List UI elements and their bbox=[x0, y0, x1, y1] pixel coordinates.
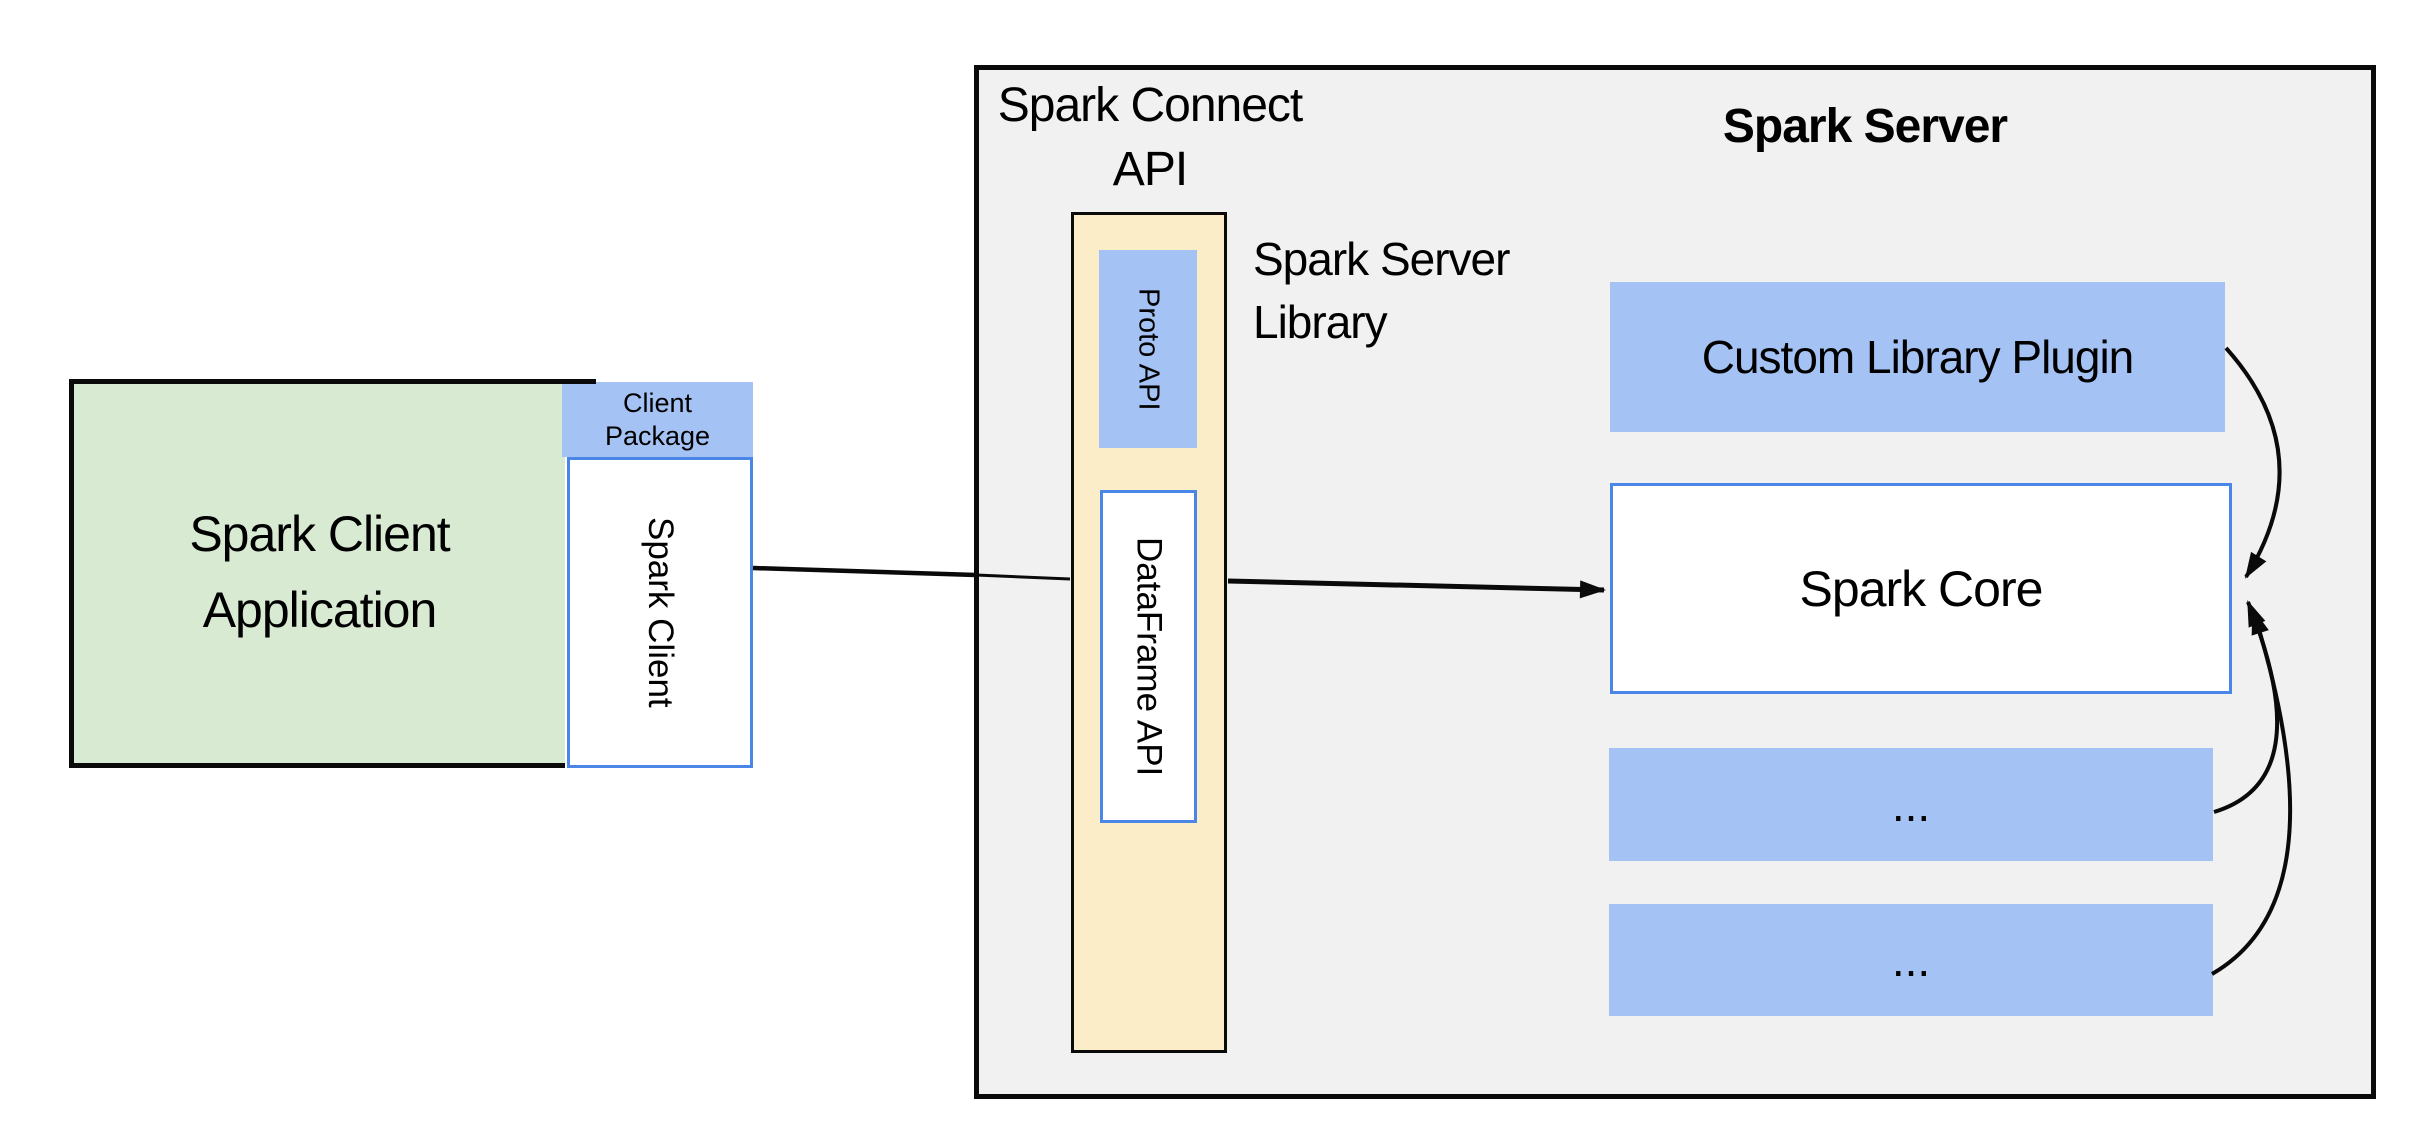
more-plugins-box-1: ... bbox=[1609, 748, 2213, 861]
spark-core-box: Spark Core bbox=[1610, 483, 2232, 694]
dataframe-api-label: DataFrame API bbox=[1129, 536, 1169, 777]
spark-client-label: Spark Client bbox=[641, 517, 680, 708]
connector-client-to-panel bbox=[752, 565, 977, 578]
proto-api-box: Proto API bbox=[1099, 250, 1197, 448]
spark-client-box: Spark Client bbox=[567, 457, 753, 768]
client-package-box: Client Package bbox=[562, 382, 753, 457]
spark-server-library-label: Spark Server Library bbox=[1253, 233, 1510, 348]
dataframe-api-box: DataFrame API bbox=[1100, 490, 1197, 823]
proto-api-label: Proto API bbox=[1132, 287, 1165, 411]
spark-server-title: Spark Server bbox=[1722, 99, 2008, 153]
spark-client-application-box: Spark Client Application bbox=[69, 381, 565, 768]
more-plugins-box-2: ... bbox=[1609, 904, 2213, 1016]
client-app-top-border-line bbox=[69, 379, 596, 384]
custom-library-plugin-box: Custom Library Plugin bbox=[1610, 282, 2225, 432]
spark-connect-api-label: Spark Connect API bbox=[997, 79, 1304, 196]
